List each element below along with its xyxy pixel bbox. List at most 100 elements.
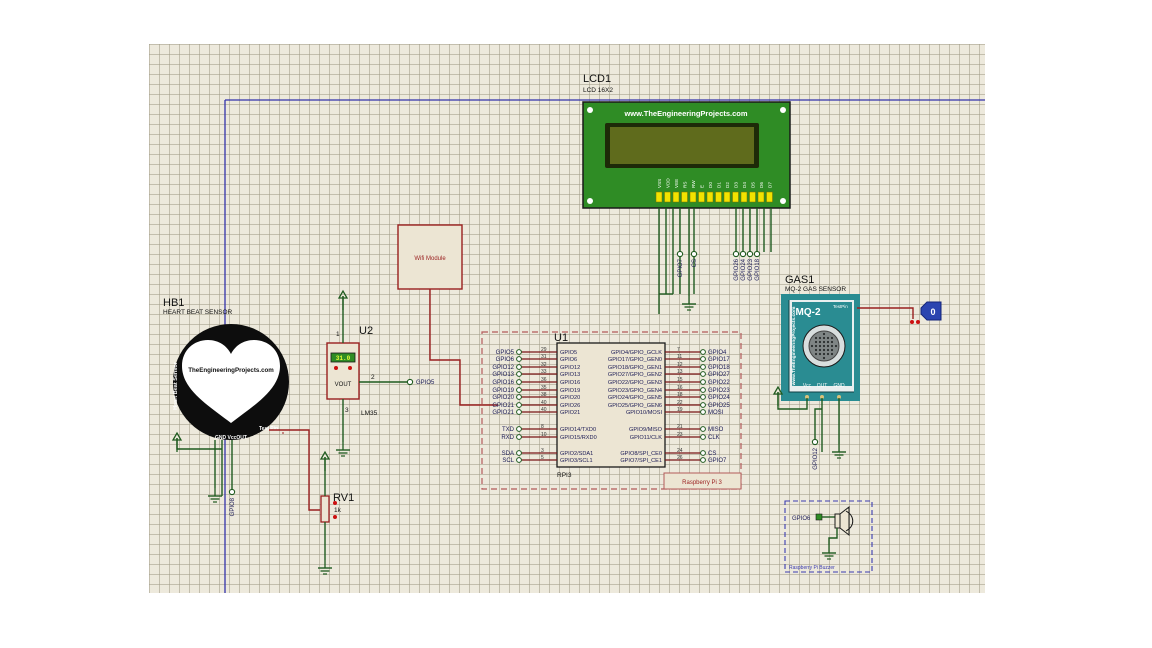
lcd-net-label: GPIO18 [755,258,761,280]
heartbeat-wiring [172,429,320,511]
heartbeat-net-label: GPIO8 [230,497,236,516]
schematic-canvas[interactable]: LCD1 LCD 16X2 www.TheEngineeringProjects… [149,44,985,593]
rpi-right-net: CS [708,451,716,457]
lcd-mount-hole [587,107,593,113]
rpi-right-net: GPIO25 [708,403,730,409]
gas-title: MQ-2 [796,307,821,318]
rpi-right-pin-number: 21 [677,424,683,430]
rpi-right-pin-label: GPIO18/GPIO_GEN1 [608,365,662,371]
rpi-left-pin-number: 40 [541,400,547,406]
heartbeat-sensor[interactable]: HB1 HEART BEAT SENSOR TheEngineeringProj… [163,297,289,441]
rpi-left-net: SCL [502,458,514,464]
pot-ref: RV1 [333,492,354,504]
gas-sensor[interactable]: GAS1 MQ-2 GAS SENSOR MQ-2 TestPin www.Th… [781,274,860,401]
lm35-display-value: 31.0 [336,355,351,362]
wifi-module[interactable]: Wifi Module [397,224,463,290]
rpi-left-pin-label: GPIO15/RXD0 [560,435,597,441]
rpi-title: Raspberry Pi 3 [682,480,722,486]
lcd-pin-label: VDD [666,178,671,188]
rpi-right-net: GPIO17 [708,357,730,363]
gas-model: MQ-2 GAS SENSOR [785,286,846,293]
lcd-pin-label: D6 [759,182,764,188]
rpi-right-pin-label: GPIO4/GPIO_GCLK [611,350,662,356]
rpi-left-net: TXD [502,427,515,433]
rpi-right-pin-number: 16 [677,385,683,391]
potentiometer[interactable]: RV1 1k [320,492,354,523]
buzzer-frame [784,500,873,573]
lm35-pin3: 3 [345,407,349,414]
rpi-right-pin-label: GPIO23/GPIO_GEN4 [608,388,662,394]
rpi-right-pin-number: 19 [677,407,683,413]
rpi-body [556,342,666,468]
heartbeat-testpin: Test Pin [259,426,278,432]
lm35-wiring [335,290,414,457]
heartbeat-brand: TheEngineeringProjects.com [188,367,274,374]
lcd-pin-label: VSS [657,179,662,188]
lm35-pin2: 2 [371,374,375,381]
rpi-right-pin-label: GPIO8/SPI_CE0 [620,451,662,457]
rpi-right-pin-label: GPIO7/SPI_CE1 [620,458,662,464]
heartbeat-model: HEART BEAT SENSOR [163,309,233,316]
buzzer-label: Raspberry Pi Buzzer [789,565,835,571]
rpi-right-net: GPIO4 [708,350,727,356]
heartbeat-pin-labels: GND VccOUT [215,435,247,441]
rpi-left-pin-number: 3 [541,448,544,454]
heartbeat-side-text: Heart Beat Sensor [173,361,179,410]
lcd-pin-label: RW [691,180,696,188]
rpi-left-pin-number: 33 [541,369,547,375]
lcd-pin-label: D3 [734,182,739,188]
rpi-left-net: GPIO21 [492,410,514,416]
wifi-label: Wifi Module [414,256,446,262]
rpi-left-pin-label: GPIO16 [560,380,580,386]
lm35-pin1: 1 [336,331,340,338]
rpi-left-pin-label: GPIO14/TXD0 [560,427,596,433]
lm35-model: LM35 [361,410,378,417]
rpi-right-pin-number: 7 [677,347,680,353]
lcd-pin-label: D4 [742,182,747,188]
rpi-left-pin-number: 29 [541,347,547,353]
rpi-right-pin-label: GPIO27/GPIO_GEN2 [608,372,662,378]
lcd-net-label: GPIO7 [678,258,684,277]
rpi-left-pin-label: GPIO5 [560,350,577,356]
rpi-right-pin-label: GPIO17/GPIO_GEN0 [608,357,662,363]
rpi-left-net: RXD [501,435,514,441]
rpi-left-net: GPIO6 [496,357,515,363]
rpi-right-pin-number: 23 [677,432,683,438]
heart-icon [182,340,280,423]
heartbeat-ref: HB1 [163,297,184,309]
wifi-wire [429,289,498,406]
logic-probe[interactable]: 0 [910,301,942,324]
rpi-left-pin-label: GPIO21 [560,410,580,416]
rpi-right-net: MOSI [708,410,724,416]
gas-net-label: GPIO12 [813,447,819,469]
rpi-left-pin-number: 36 [541,377,547,383]
rpi-right-pin-label: GPIO11/CLK [630,435,662,441]
rpi-right-net: MISO [708,427,724,433]
lcd-mount-hole [780,198,786,204]
gas-pin-gnd: GND [833,383,845,389]
rpi-left-net: GPIO16 [492,380,514,386]
gas-pin-vcc: Vcc [803,383,812,389]
rpi-right-net: GPIO27 [708,372,730,378]
lcd-model: LCD 16X2 [583,87,613,94]
rpi-right-pin-number: 13 [677,369,683,375]
rpi-left-pin-number: 38 [541,392,547,398]
rpi-right-pin-number: 18 [677,392,683,398]
lcd-mount-hole [780,107,786,113]
lm35-sensor[interactable]: U2 1 31.0 VOUT 2 3 LM35 [326,325,378,417]
rpi-right-pin-label: GPIO25/GPIO_GEN6 [608,403,662,409]
lcd-net-label: GPIO24 [741,258,747,280]
buzzer[interactable]: GPIO6 Raspberry Pi Buzzer [784,500,873,573]
rpi-right-pin-number: 12 [677,362,683,368]
lcd-pin-label: E [700,185,705,188]
gas-wiring [773,307,914,459]
rpi-left-pin-label: GPIO6 [560,357,577,363]
lcd-component[interactable]: LCD1 LCD 16X2 www.TheEngineeringProjects… [582,73,791,209]
rpi-title-box [663,472,742,490]
rpi-left-pin-number: 5 [541,455,544,461]
rpi-right-pin-label: GPIO10/MOSI [626,410,663,416]
rpi-left-pin-label: GPIO3/SCL1 [560,458,593,464]
